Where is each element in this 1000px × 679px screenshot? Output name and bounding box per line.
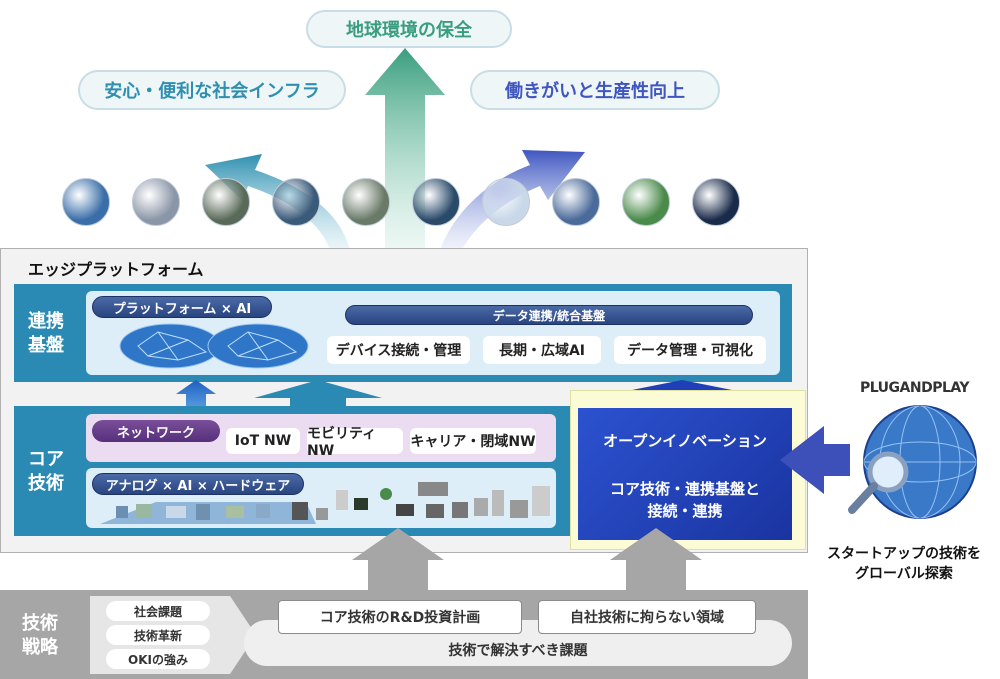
strategy-input-strength: OKIの強み — [106, 649, 210, 669]
pnp-arrow-icon — [780, 426, 850, 494]
robot-arm-photo — [552, 178, 600, 226]
open-innovation-box — [578, 408, 792, 540]
strategy-label-line1: 技術 — [22, 613, 58, 634]
left-goal-arrow — [205, 154, 350, 250]
hardware-products-graphic — [100, 482, 550, 524]
power-plant-photo — [62, 178, 110, 226]
strategy-bottom-text: 技術で解決すべき課題 — [448, 643, 588, 659]
plug-and-play-caption: スタートアップの技術を グローバル探索 — [814, 544, 994, 584]
goal-productivity: 働きがいと生産性向上 — [470, 70, 720, 110]
highway-photo — [202, 178, 250, 226]
building-photo — [132, 178, 180, 226]
open-innovation-title: オープンイノベーション — [603, 432, 767, 450]
strategy-label-line2: 戦略 — [22, 637, 58, 658]
factory-photo — [342, 178, 390, 226]
data-platform-pill: データ連携/統合基盤 — [345, 305, 753, 325]
plug-and-play-graphic — [780, 405, 977, 519]
pnp-caption-line2: グローバル探索 — [855, 566, 953, 582]
strategy-to-core-arrow — [352, 528, 444, 596]
renkei-item-data: データ管理・可視化 — [614, 336, 766, 364]
strategy-label: 技術 戦略 — [14, 612, 66, 660]
core-label-line2: 技術 — [28, 473, 64, 494]
strategy-box-rd: コア技術のR&D投資計画 — [278, 600, 522, 634]
open-innovation-line2: 接続・連携 — [647, 502, 723, 520]
bridge-photo — [622, 178, 670, 226]
strategy-input-social: 社会課題 — [106, 601, 210, 621]
core-label-line1: コア — [28, 449, 64, 470]
renkei-item-device: デバイス接続・管理 — [327, 336, 470, 364]
control-room-photo — [412, 178, 460, 226]
goal-environment: 地球環境の保全 — [306, 10, 512, 48]
strategy-input-innovation: 技術革新 — [106, 625, 210, 645]
strategy-to-oi-arrow — [610, 528, 702, 596]
network-pill: ネットワーク — [92, 420, 220, 442]
strategy-box-external: 自社技術に拘らない領域 — [538, 600, 756, 634]
strategy-arrows — [352, 528, 702, 596]
core-to-renkei-arrow-center — [254, 380, 382, 410]
core-to-renkei-arrow-left — [176, 380, 216, 410]
renkei-label-line2: 基盤 — [28, 335, 64, 356]
open-innovation-text: コア技術・連携基盤と 接続・連携 — [578, 478, 792, 522]
renkei-item-ai: 長期・広域AI — [483, 336, 601, 364]
open-innovation-line1: コア技術・連携基盤と — [609, 480, 760, 498]
platform-ai-pill: プラットフォーム × AI — [92, 296, 272, 318]
plug-and-play-logo: PLUGANDPLAY — [860, 380, 970, 396]
renkei-label-line1: 連携 — [28, 311, 64, 332]
pnp-caption-line1: スタートアップの技術を — [827, 546, 981, 562]
network-item-carrier: キャリア・閉域NW — [410, 428, 536, 454]
network-item-iot: IoT NW — [226, 428, 300, 454]
goal-social-infrastructure: 安心・便利な社会インフラ — [78, 70, 346, 110]
core-label: コア 技術 — [20, 448, 72, 496]
photo-row — [62, 178, 752, 230]
network-ellipses-graphic — [119, 323, 309, 369]
scientists-photo — [482, 178, 530, 226]
ship-photo — [272, 178, 320, 226]
renkei-label: 連携 基盤 — [20, 310, 72, 358]
edge-platform-title: エッジプラットフォーム — [28, 260, 204, 279]
magnifier-icon — [867, 451, 909, 493]
analog-pill: アナログ × AI × ハードウェア — [92, 473, 304, 495]
satellite-photo — [692, 178, 740, 226]
network-item-mobility: モビリティNW — [307, 426, 403, 459]
right-goal-arrow — [440, 150, 585, 250]
